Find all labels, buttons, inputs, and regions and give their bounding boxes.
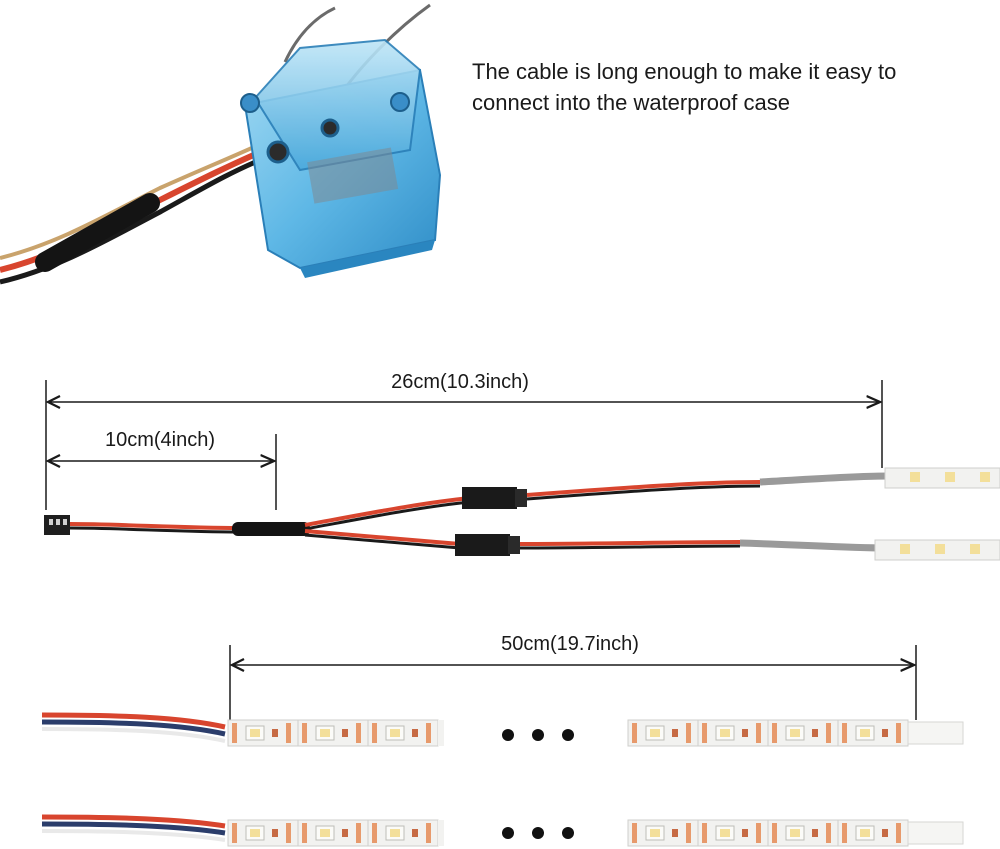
caption: The cable is long enough to make it easy… xyxy=(472,56,992,118)
dimension-lead-label: 10cm(4inch) xyxy=(105,429,215,451)
waterproof-case xyxy=(0,3,442,285)
heat-shrink-splitter xyxy=(232,522,310,536)
dimension-total-label: 26cm(10.3inch) xyxy=(391,371,529,393)
dimension-strip-label: 50cm(19.7inch) xyxy=(501,633,639,655)
caption-line-2: connect into the waterproof case xyxy=(472,90,790,115)
caption-line-1: The cable is long enough to make it easy… xyxy=(472,59,897,84)
ellipsis-dots-2 xyxy=(502,827,574,839)
led-strip-1 xyxy=(41,712,964,747)
ellipsis-dots-1 xyxy=(502,729,574,741)
dimension-total-cable: 26cm(10.3inch) xyxy=(45,371,883,510)
dimension-strip: 50cm(19.7inch) xyxy=(229,633,917,720)
dimension-lead: 10cm(4inch) xyxy=(48,429,277,510)
led-strip-2 xyxy=(41,814,964,847)
splitter-cable xyxy=(44,467,1000,561)
